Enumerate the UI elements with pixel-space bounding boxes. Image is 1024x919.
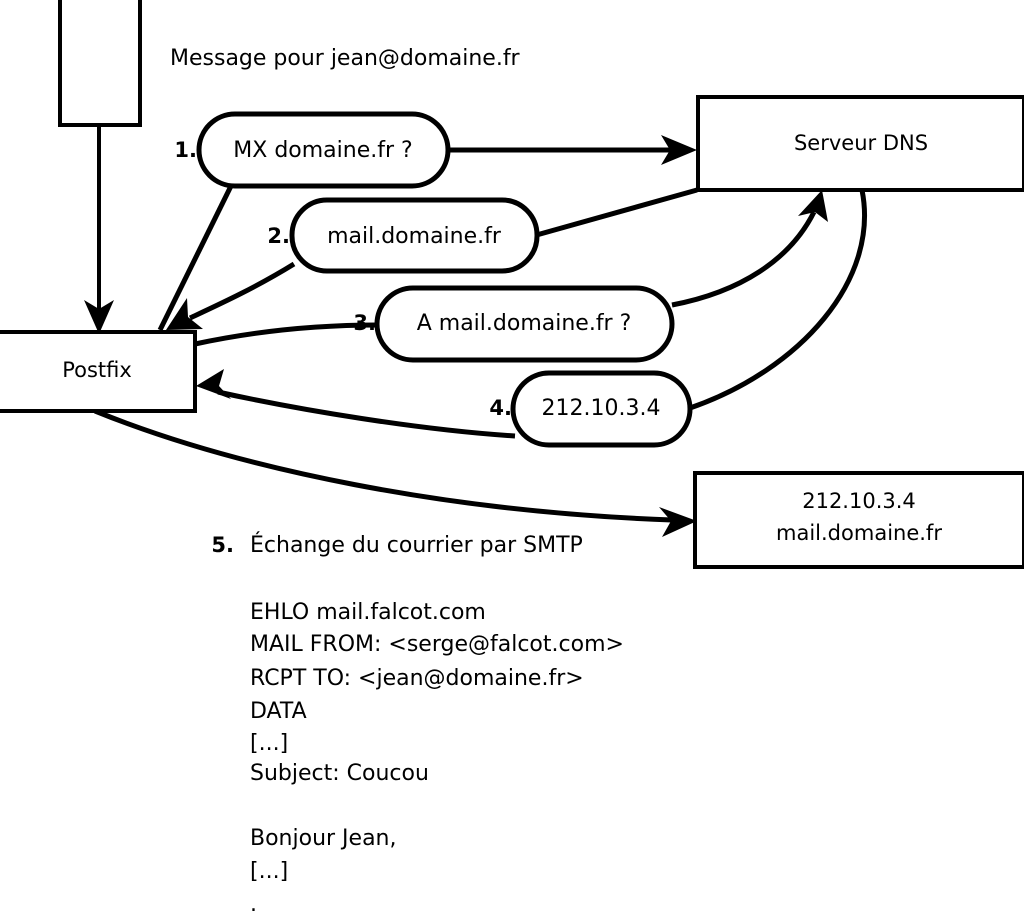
- step-4-number: 4.: [489, 396, 512, 420]
- smtp-transcript: EHLO mail.falcot.com MAIL FROM: <serge@f…: [250, 600, 624, 917]
- smtp-transcript-line: RCPT TO: <jean@domaine.fr>: [250, 666, 584, 691]
- smtp-transcript-line: Bonjour Jean,: [250, 826, 397, 851]
- step-2-bubble: 2. mail.domaine.fr: [267, 197, 540, 274]
- postfix-box-shape: [0, 330, 197, 413]
- step-5-number: 5.: [211, 533, 234, 557]
- edge-step3-tail-curve: [194, 322, 379, 347]
- postfix-label: Postfix: [62, 358, 132, 382]
- edge-sender-to-postfix: [84, 125, 114, 334]
- step-1-text: MX domaine.fr ?: [233, 138, 412, 163]
- edge-step2-tail-curve: [188, 261, 296, 321]
- edge-step1-postfix-to-dns: [157, 135, 697, 332]
- step-1-number: 1.: [174, 138, 197, 162]
- message-recipient-note: Message pour jean@domaine.fr: [170, 46, 521, 71]
- mail-server-ip: 212.10.3.4: [802, 489, 916, 513]
- edge-step3-postfix-to-dns: [194, 190, 828, 347]
- edge-step3-head-curve: [671, 210, 817, 308]
- edge-step4-dns-to-postfix: [196, 189, 868, 439]
- edge-step4-tail-curve: [217, 389, 516, 439]
- sender-box: [58, 0, 142, 127]
- step-3-bubble: 3. A mail.domaine.fr ?: [353, 285, 675, 363]
- step-1-bubble: 1. MX domaine.fr ?: [174, 111, 451, 189]
- edge-step1-tail: [157, 184, 234, 332]
- step-5-text: Échange du courrier par SMTP: [250, 532, 583, 558]
- edge-step5-postfix-to-mailserver: [94, 408, 697, 537]
- node-mail-server: 212.10.3.4 mail.domaine.fr: [693, 471, 1024, 569]
- smtp-transcript-line: Subject: Coucou: [250, 761, 429, 786]
- edge-step1-arrowhead: [661, 135, 697, 165]
- smtp-transcript-line: .: [250, 892, 257, 917]
- dns-label: Serveur DNS: [794, 131, 928, 155]
- step-4-bubble-shape: [510, 370, 693, 448]
- step-3-text: A mail.domaine.fr ?: [417, 311, 632, 336]
- step-4-bubble: 4. 212.10.3.4: [489, 370, 693, 448]
- step-2-number: 2.: [267, 224, 290, 248]
- node-postfix: Postfix: [0, 330, 197, 413]
- edge-step2-head-segment: [532, 187, 698, 239]
- smtp-transcript-line: DATA: [250, 699, 307, 724]
- edge-sender-to-postfix-arrowhead: [84, 300, 114, 334]
- mail-server-box-shape: [693, 471, 1024, 569]
- node-dns-server: Serveur DNS: [696, 95, 1024, 192]
- step-5-caption: 5. Échange du courrier par SMTP: [211, 532, 582, 558]
- edge-step4-arrowhead: [196, 369, 231, 399]
- step-1-bubble-shape: [196, 111, 451, 189]
- step-2-bubble-shape: [289, 197, 540, 274]
- dns-box-shape: [696, 95, 1024, 192]
- edge-step2-arrowhead: [166, 298, 203, 330]
- sender-box-shape: [58, 0, 142, 127]
- step-3-bubble-shape: [374, 285, 675, 363]
- step-2-text: mail.domaine.fr: [327, 224, 502, 249]
- mail-server-hostname: mail.domaine.fr: [776, 521, 942, 545]
- edge-step4-head-curve: [689, 189, 868, 411]
- edge-step5-arrowhead: [659, 507, 697, 537]
- smtp-transcript-line: MAIL FROM: <serge@falcot.com>: [250, 632, 624, 657]
- edge-step5-curve: [94, 408, 673, 523]
- smtp-transcript-line: EHLO mail.falcot.com: [250, 600, 486, 625]
- smtp-transcript-line: [...]: [250, 731, 288, 756]
- smtp-transcript-line: [...]: [250, 859, 288, 884]
- step-3-number: 3.: [353, 311, 376, 335]
- step-4-text: 212.10.3.4: [542, 396, 661, 421]
- edge-step3-arrowhead: [798, 190, 828, 222]
- edge-step2-dns-to-postfix: [166, 187, 698, 330]
